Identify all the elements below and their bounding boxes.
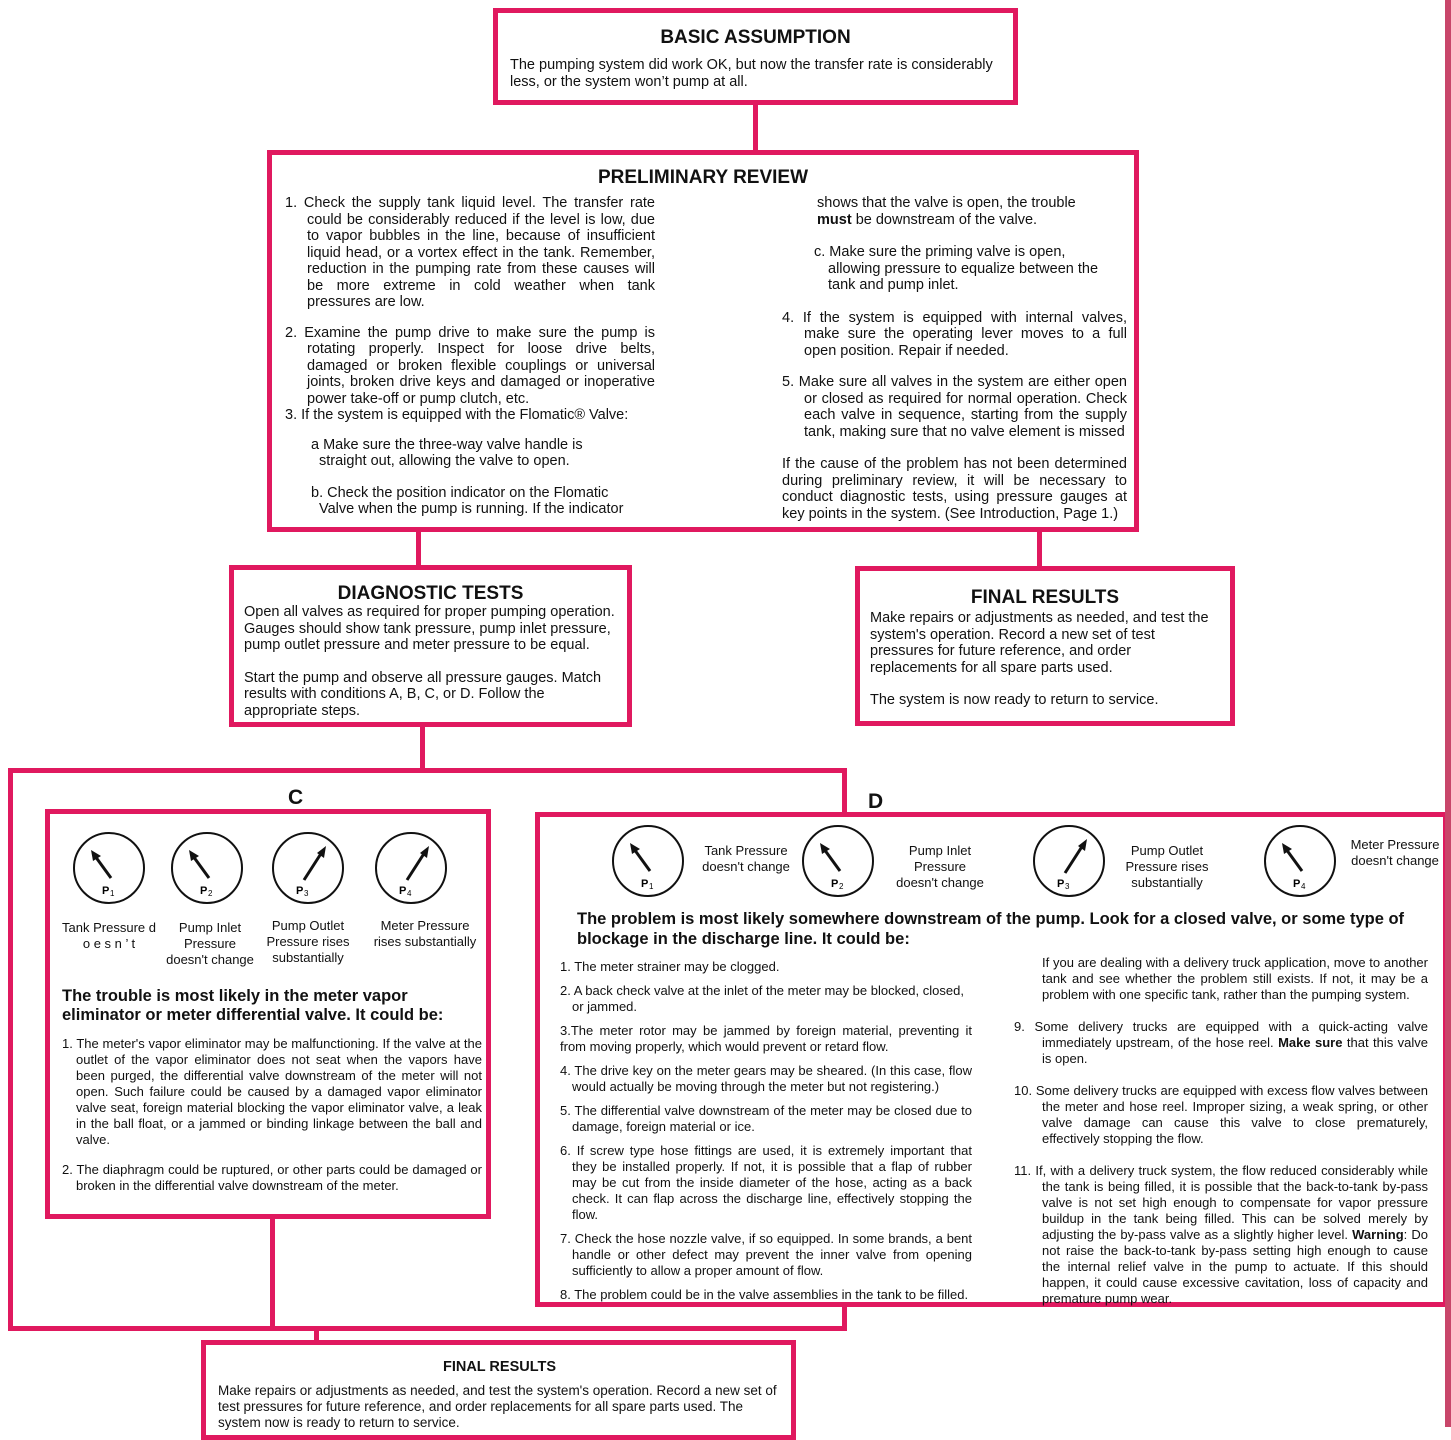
- d-item-10: 10. Some delivery trucks are equipped wi…: [1014, 1083, 1428, 1146]
- diagnostic-tests-p2: Start the pump and observe all pressure …: [244, 669, 602, 719]
- prelim-item-3b-continued: shows that the valve is open, the troubl…: [782, 195, 1127, 228]
- preliminary-review-title: PRELIMINARY REVIEW: [597, 167, 809, 188]
- d-item-11: 11. If, with a delivery truck system, th…: [1014, 1163, 1428, 1307]
- d-item-9: 9. Some delivery trucks are equipped wit…: [1014, 1019, 1428, 1067]
- preliminary-review-box: PRELIMINARY REVIEW 1. Check the supply t…: [267, 150, 1139, 532]
- prelim-item-3c: c. Make sure the priming valve is open, …: [814, 244, 1099, 293]
- prelim-right-column: shows that the valve is open, the troubl…: [782, 195, 1127, 522]
- c-gauge-p1-label: Tank Pressure d o e s n ’ t: [62, 920, 156, 951]
- c-heading: The trouble is most likely in the meter …: [62, 987, 444, 1024]
- d-item-9-b: Make sure: [1278, 1035, 1343, 1050]
- svg-text:P: P: [102, 885, 109, 897]
- d-right-intro: If you are dealing with a delivery truck…: [1042, 955, 1428, 1002]
- final-results-top-title: FINAL RESULTS: [970, 587, 1120, 608]
- prelim-item-5: 5. Make sure all valves in the system ar…: [782, 374, 1127, 440]
- connector-c-stem: [270, 1216, 275, 1330]
- connector-basic-prelim: [753, 103, 758, 152]
- prelim-3b-must: must: [817, 211, 852, 228]
- final-results-bottom-title: FINAL RESULTS: [442, 1359, 557, 1375]
- svg-text:P: P: [1293, 878, 1300, 890]
- d-right-list: If you are dealing with a delivery truck…: [1014, 955, 1428, 1307]
- c-gauge-p2-sub: 2: [208, 889, 213, 898]
- svg-text:P: P: [831, 878, 838, 890]
- final-results-top-p1: Make repairs or adjustments as needed, a…: [870, 610, 1209, 676]
- c-gauge-p2-label: Pump Inlet Pressure doesn't change: [166, 920, 254, 967]
- svg-text:P: P: [641, 878, 648, 890]
- final-results-top-p2: The system is now ready to return to ser…: [870, 692, 1159, 708]
- d-item-7: 7. Check the hose nozzle valve, if so eq…: [560, 1231, 972, 1278]
- page-edge-bar: [1445, 0, 1451, 1427]
- svg-text:P: P: [296, 885, 303, 897]
- d-item-11-a: 11. If, with a delivery truck system, th…: [1014, 1163, 1428, 1242]
- diagnostic-tests-box: DIAGNOSTIC TESTS Open all valves as requ…: [229, 565, 632, 727]
- prelim-left-column: 1. Check the supply tank liquid level. T…: [285, 195, 655, 518]
- final-results-bottom-box: FINAL RESULTS Make repairs or adjustment…: [201, 1340, 796, 1440]
- c-item-2: 2. The diaphragm could be ruptured, or o…: [62, 1162, 482, 1193]
- svg-text:P: P: [200, 885, 207, 897]
- connector-final-bottom: [314, 1328, 319, 1342]
- c-item-1: 1. The meter's vapor eliminator may be m…: [62, 1036, 482, 1147]
- prelim-item-3: 3. If the system is equipped with the Fl…: [285, 407, 629, 423]
- d-item-1: 1. The meter strainer may be clogged.: [560, 959, 780, 974]
- branch-label-c: C: [288, 786, 304, 809]
- c-list: 1. The meter's vapor eliminator may be m…: [62, 1036, 482, 1194]
- final-results-top-box: FINAL RESULTS Make repairs or adjustment…: [855, 566, 1235, 726]
- d-item-11-c: : Do not raise the back-to-tank by-pass …: [1042, 1227, 1428, 1306]
- prelim-item-2: 2. Examine the pump drive to make sure t…: [285, 324, 655, 407]
- d-item-9-c: that this valve is open.: [1042, 1035, 1428, 1066]
- final-results-bottom-text: Make repairs or adjustments as needed, a…: [218, 1383, 777, 1430]
- d-gauge-p1-label: Tank Pressure doesn't change: [702, 843, 790, 874]
- basic-assumption-text: The pumping system did work OK, but now …: [510, 57, 993, 90]
- branch-label-d: D: [868, 790, 884, 813]
- d-item-11-b: Warning: [1352, 1227, 1404, 1242]
- prelim-item-4: 4. If the system is equipped with intern…: [782, 309, 1127, 359]
- diagnostic-tests-title: DIAGNOSTIC TESTS: [337, 583, 524, 604]
- c-gauge-p4-sub: 4: [407, 889, 412, 898]
- d-gauge-p3-sub: 3: [1065, 882, 1070, 891]
- d-item-9-a: 9. Some delivery trucks are equipped wit…: [1014, 1019, 1428, 1050]
- svg-text:P: P: [399, 885, 406, 897]
- prelim-3b-cont1: shows that the valve is open, the troubl…: [817, 195, 1076, 211]
- prelim-3b-cont2: be downstream of the valve.: [855, 211, 1038, 228]
- d-item-8: 8. The problem could be in the valve ass…: [560, 1287, 969, 1302]
- connector-diag-branch: [420, 724, 425, 770]
- d-gauge-p4-sub: 4: [1301, 882, 1306, 891]
- d-item-2: 2. A back check valve at the inlet of th…: [560, 983, 964, 1014]
- prelim-item-3a: a Make sure the three-way valve handle i…: [311, 436, 583, 470]
- basic-assumption-box: BASIC ASSUMPTION The pumping system did …: [493, 8, 1018, 105]
- d-gauge-p4-label: Meter Pressure doesn't change: [1350, 837, 1440, 868]
- c-gauge-p4-label: Meter Pressure rises substantially: [373, 918, 477, 949]
- c-gauge-p1-sub: 1: [110, 889, 115, 898]
- svg-text:P: P: [1057, 878, 1064, 890]
- connector-prelim-final: [1037, 530, 1042, 568]
- basic-assumption-title: BASIC ASSUMPTION: [660, 27, 851, 48]
- d-gauge-p1-sub: 1: [649, 882, 654, 891]
- prelim-item-1: 1. Check the supply tank liquid level. T…: [285, 195, 655, 310]
- d-gauge-p2-label: Pump Inlet Pressure doesn't change: [896, 843, 984, 890]
- d-gauge-p2-sub: 2: [839, 882, 844, 891]
- d-heading: The problem is most likely somewhere dow…: [577, 910, 1405, 948]
- d-left-list: 1. The meter strainer may be clogged. 2.…: [560, 959, 972, 1303]
- c-gauge-p3-sub: 3: [304, 889, 309, 898]
- d-item-3: 3.The meter rotor may be jammed by forei…: [560, 1023, 972, 1054]
- d-item-5: 5. The differential valve downstream of …: [560, 1103, 972, 1134]
- d-gauge-p3-label: Pump Outlet Pressure rises substantially: [1125, 843, 1209, 890]
- connector-prelim-diag: [416, 530, 421, 567]
- d-item-6: 6. If screw type hose fittings are used,…: [560, 1143, 972, 1222]
- prelim-item-3b: b. Check the position indicator on the F…: [311, 484, 624, 518]
- c-gauge-p3-label: Pump Outlet Pressure rises substantially: [266, 918, 350, 965]
- prelim-closing: If the cause of the problem has not been…: [782, 456, 1127, 522]
- diagnostic-tests-p1: Open all valves as required for proper p…: [244, 604, 615, 653]
- d-item-4: 4. The drive key on the meter gears may …: [560, 1063, 972, 1094]
